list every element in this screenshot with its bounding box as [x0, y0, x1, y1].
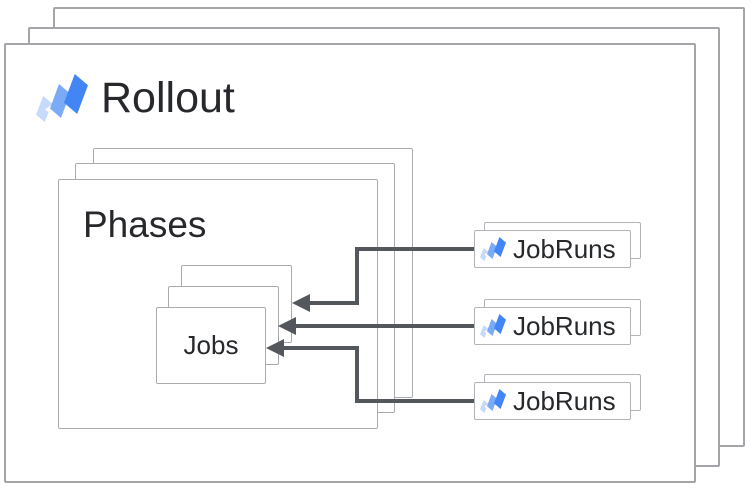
cloud-deploy-icon [480, 237, 506, 261]
jobruns-label: JobRuns [513, 310, 616, 341]
rollout-header: Rollout [36, 74, 235, 122]
jobruns-3-layer-front: JobRuns [474, 382, 631, 420]
phases-title: Phases [83, 204, 207, 245]
jobruns-1-layer-front: JobRuns [474, 230, 631, 268]
jobs-title: Jobs [183, 330, 239, 360]
jobruns-label: JobRuns [513, 385, 616, 416]
rollout-title: Rollout [101, 74, 235, 122]
jobs-layer-front: Jobs [156, 307, 266, 384]
cloud-deploy-icon [480, 314, 506, 338]
cloud-deploy-icon [36, 74, 88, 122]
jobruns-2-layer-front: JobRuns [474, 307, 631, 345]
jobruns-label: JobRuns [513, 233, 616, 264]
cloud-deploy-icon [480, 389, 506, 413]
